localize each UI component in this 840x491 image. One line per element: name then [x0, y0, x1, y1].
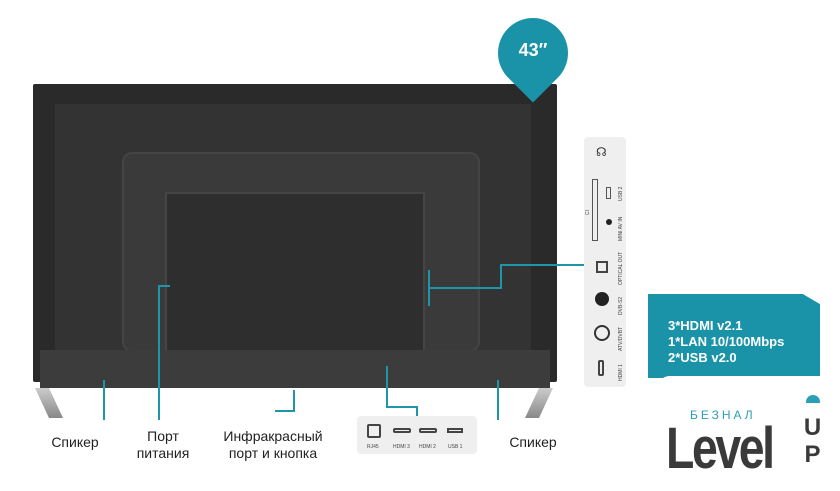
power-port-label: Порт питания — [136, 428, 190, 461]
hdmi-icon — [598, 360, 604, 376]
usb-icon — [447, 428, 463, 433]
port-label: USB 1 — [448, 444, 463, 450]
ethernet-icon — [367, 424, 381, 438]
port-label: ATV/DVBT — [618, 326, 624, 351]
logo-arrow-icon — [806, 395, 820, 403]
spec-item: 3*HDMI v2.1 — [668, 318, 743, 333]
port-label: RJ45 — [367, 444, 379, 450]
port-label: OPTICAL OUT — [618, 251, 624, 285]
speaker-bar — [40, 350, 550, 388]
spec-box-cutout — [656, 376, 836, 396]
bottom-port-panel: RJ45 HDMI 3 HDMI 2 USB 1 — [357, 416, 477, 454]
spec-box — [648, 294, 820, 378]
spec-list: 3*HDMI v2.1 1*LAN 10/100Mbps 2*USB v2.0 — [668, 318, 784, 366]
optical-icon — [596, 261, 608, 273]
right-stand — [525, 388, 553, 418]
tv-port-panel — [165, 192, 425, 362]
headphone-icon: ☊ — [596, 145, 607, 159]
speaker-left-label: Спикер — [51, 434, 99, 450]
callout-line — [386, 406, 416, 408]
callout-line — [158, 285, 170, 287]
side-port-panel: ☊ USB 2 MINI AV IN CI OPTICAL OUT DVB-S2… — [584, 137, 626, 387]
antenna-icon — [594, 325, 610, 341]
port-label: HDMI 2 — [419, 444, 436, 450]
speaker-right-label: Спикер — [509, 434, 557, 450]
port-label: USB 2 — [618, 186, 624, 201]
spec-item: 2*USB v2.0 — [668, 350, 737, 365]
port-label: HDMI 3 — [393, 444, 410, 450]
logo-up-text: UP — [799, 414, 826, 468]
size-badge-text: 43″ — [518, 40, 548, 60]
callout-line — [158, 285, 160, 420]
spec-item: 1*LAN 10/100Mbps — [668, 334, 785, 349]
hdmi-icon — [419, 428, 437, 433]
callout-line — [293, 390, 295, 410]
callout-line — [428, 270, 430, 306]
ir-port-label: Инфракрасный порт и кнопка — [223, 428, 323, 461]
callout-line — [386, 366, 388, 406]
mini-av-icon — [606, 219, 612, 225]
callout-line — [497, 380, 499, 420]
port-label: CI — [585, 210, 591, 215]
callout-line — [416, 406, 418, 416]
callout-line — [275, 410, 295, 412]
ci-slot-icon — [592, 179, 598, 241]
callout-line — [500, 264, 584, 266]
hdmi-icon — [393, 428, 411, 433]
port-label: DVB-S2 — [618, 296, 624, 315]
logo-big-text: Level — [666, 416, 775, 481]
callout-line — [103, 380, 105, 420]
logo-small-text: БЕЗНАЛ — [690, 408, 756, 422]
port-label: MINI AV IN — [618, 216, 624, 241]
satellite-icon — [595, 292, 609, 306]
port-label: HDMI 1 — [618, 364, 624, 381]
callout-line — [430, 287, 502, 289]
usb-icon — [606, 187, 611, 199]
left-stand — [35, 388, 63, 418]
callout-line — [500, 264, 502, 288]
